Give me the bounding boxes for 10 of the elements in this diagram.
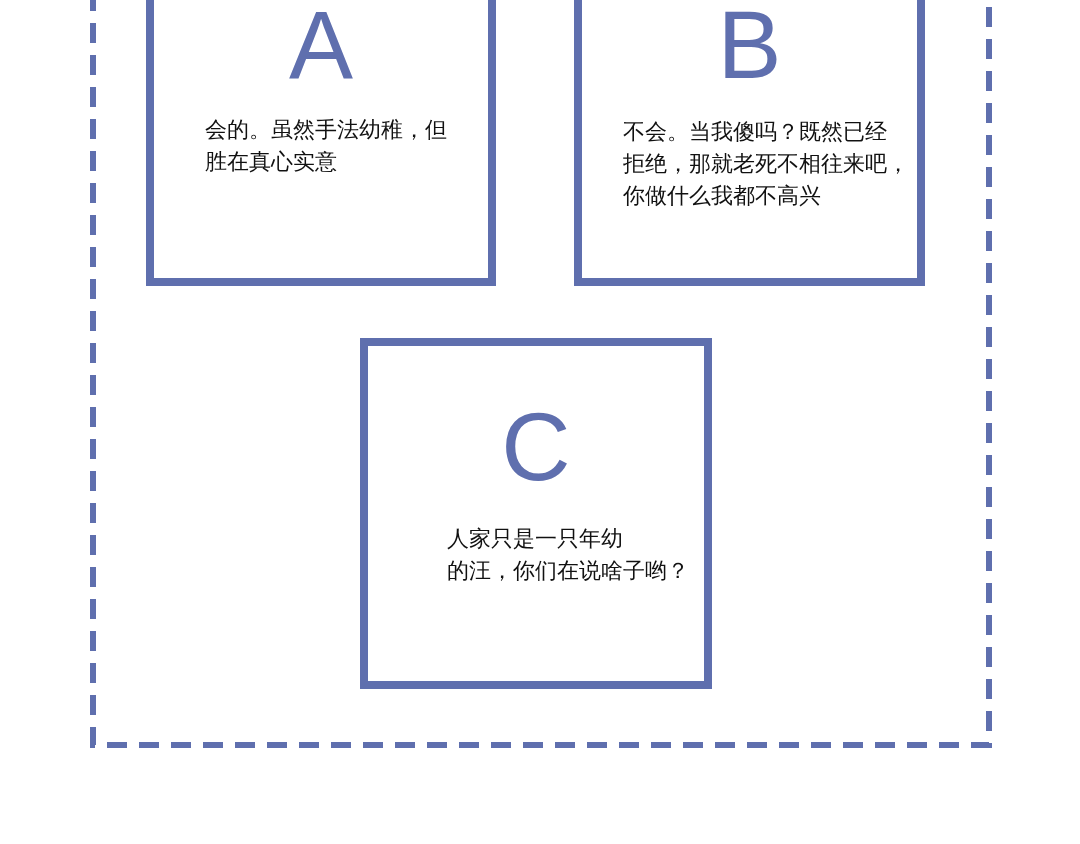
option-text: 不会。当我傻吗？既然已经拒绝，那就老死不相往来吧，你做什么我都不高兴 bbox=[623, 118, 909, 210]
option-card bbox=[360, 338, 712, 689]
option-letter: C bbox=[501, 399, 571, 495]
option-card bbox=[574, 0, 925, 286]
option-letter: A bbox=[289, 0, 353, 93]
option-letter: B bbox=[717, 0, 782, 93]
option-card bbox=[146, 0, 496, 286]
dashed-frame bbox=[90, 0, 992, 748]
option-text: 会的。虽然手法幼稚，但胜在真心实意 bbox=[205, 116, 447, 176]
option-text: 人家只是一只年幼的汪，你们在说啥子哟？ bbox=[447, 525, 689, 585]
